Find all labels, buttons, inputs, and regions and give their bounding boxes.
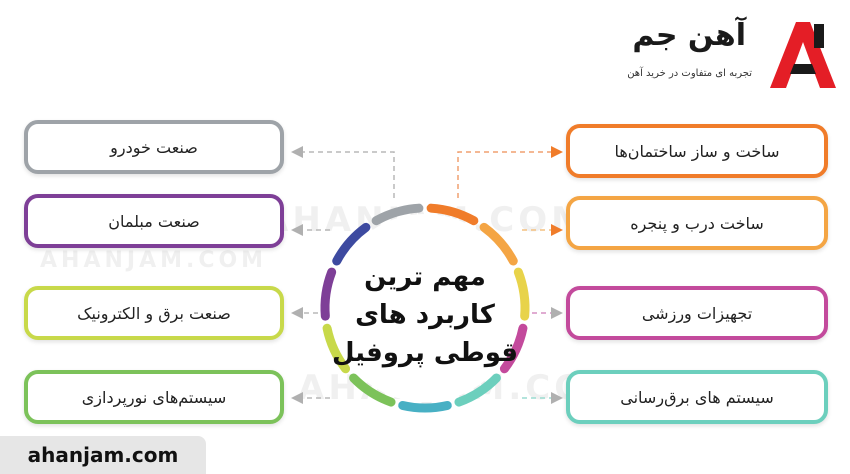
application-label: صنعت برق و الکترونیک	[77, 303, 231, 323]
application-box-automotive: صنعت خودرو	[24, 120, 284, 174]
watermark: AHANJAM.COM	[40, 248, 268, 273]
application-box-sports-equipment: تجهیزات ورزشی	[566, 286, 828, 340]
ring-segment	[499, 323, 528, 374]
center-title-line-3: قوطی پروفیل	[331, 338, 519, 368]
ring-segment	[371, 203, 424, 226]
ring-segment	[332, 222, 371, 266]
brand-logo: آهن جم تجربه ای متفاوت در خرید آهن	[612, 8, 844, 98]
application-label: صنعت مبلمان	[108, 211, 200, 231]
application-box-furniture: صنعت مبلمان	[24, 194, 284, 248]
application-box-lighting: سیستم‌های نورپردازی	[24, 370, 284, 424]
application-box-power-systems: سیستم های برق‌رسانی	[566, 370, 828, 424]
center-title-line-2: کاربرد های	[355, 300, 495, 330]
connector-left-1	[291, 146, 395, 198]
ring-segment	[513, 267, 530, 321]
application-box-doors-windows: ساخت درب و پنجره	[566, 196, 828, 250]
brand-mark-icon	[770, 22, 836, 88]
ring-segment	[398, 400, 452, 413]
ring-segment	[454, 373, 501, 407]
site-url-label: ahanjam.com	[0, 436, 206, 474]
application-label: ساخت درب و پنجره	[630, 213, 764, 233]
ring-segment	[349, 373, 396, 407]
application-label: تجهیزات ورزشی	[641, 303, 753, 323]
application-label: سیستم های برق‌رسانی	[620, 387, 774, 407]
application-label: صنعت خودرو	[110, 137, 198, 157]
ring-segment	[320, 267, 337, 321]
application-box-electronics: صنعت برق و الکترونیک	[24, 286, 284, 340]
ring-segment	[322, 323, 351, 374]
brand-name: آهن جم	[632, 18, 746, 53]
application-label: ساخت و ساز ساختمان‌ها	[614, 141, 780, 161]
center-title: مهم ترین کاربرد های قوطی پروفیل	[330, 258, 520, 372]
center-disk	[331, 214, 519, 402]
connector-right-1	[457, 146, 563, 198]
ring-segment	[426, 203, 479, 226]
application-box-construction: ساخت و ساز ساختمان‌ها	[566, 124, 828, 178]
application-label: سیستم‌های نورپردازی	[81, 387, 227, 407]
center-title-line-1: مهم ترین	[364, 262, 486, 292]
brand-tagline: تجربه ای متفاوت در خرید آهن	[627, 68, 752, 79]
ring-segment	[479, 222, 518, 266]
